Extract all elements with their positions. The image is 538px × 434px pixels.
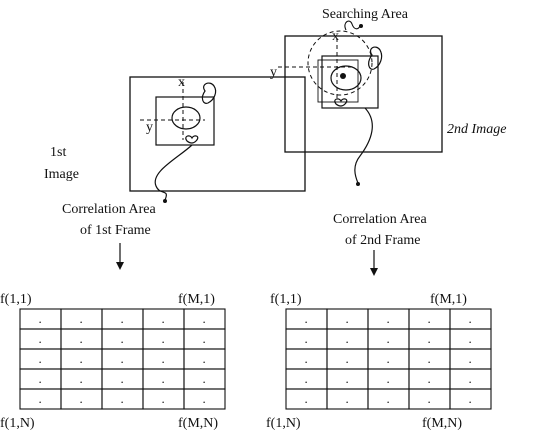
grid-cell-mark: . [345,371,348,386]
grid-cell-mark: . [79,331,82,346]
grid-cell-mark: . [202,351,205,366]
corr-first-label-line1: Correlation Area [62,202,156,217]
second-leader-curve [355,108,372,183]
corr-second-label-line2: of 2nd Frame [345,233,420,248]
grid-cell-mark: . [345,331,348,346]
first-correlation-window [156,97,214,145]
grid-cell-mark: . [38,371,41,386]
grid-cell-mark: . [386,331,389,346]
first-x-label: x [178,75,185,90]
grid-cell-mark: . [79,311,82,326]
grid-cell-mark: . [79,371,82,386]
grid-cell-mark: . [79,351,82,366]
second-center-dot [340,73,346,79]
first-leader-curve [155,145,192,200]
grid-cell-mark: . [202,371,205,386]
grid-cell-mark: . [304,351,307,366]
grid-cell-mark: . [161,371,164,386]
grid-cell-mark: . [79,391,82,406]
grid-cell-mark: . [386,311,389,326]
grid-cell-mark: . [202,331,205,346]
second-loop-shape [369,47,382,69]
grid2-f11: f(1,1) [270,292,302,307]
grid-cell-mark: . [345,311,348,326]
grid1-fMN: f(M,N) [178,416,218,431]
grid-cell-mark: . [202,391,205,406]
grid-cell-mark: . [304,371,307,386]
grid-cell-mark: . [38,391,41,406]
grid-cell-mark: . [38,311,41,326]
grid-cell-mark: . [304,391,307,406]
grid-cell-mark: . [120,371,123,386]
first-image-label-line2: Image [44,167,79,182]
grid2-f1N: f(1,N) [266,416,301,431]
grid-cell-mark: . [468,391,471,406]
second-image-label: 2nd Image [447,122,507,137]
grid-first-frame: ......................... [20,309,225,409]
second-window-shadow [318,60,358,102]
grid-cell-mark: . [38,331,41,346]
grid-cell-mark: . [345,351,348,366]
grid-cell-mark: . [161,331,164,346]
first-y-label: y [146,120,153,135]
grid-cell-mark: . [202,311,205,326]
second-ellipse-shape [331,66,361,90]
grid-cell-mark: . [386,371,389,386]
grid1-f11: f(1,1) [0,292,32,307]
first-ellipse-shape [172,107,200,129]
grid-cell-mark: . [468,331,471,346]
grid-cell-mark: . [427,331,430,346]
grid-cell-mark: . [427,311,430,326]
grid-cell-mark: . [427,371,430,386]
grid-cell-mark: . [386,351,389,366]
grid-cell-mark: . [468,371,471,386]
second-x-label: x [332,29,339,44]
second-image-frame [285,36,442,152]
first-heart-shape [186,136,198,143]
grid-cell-mark: . [345,391,348,406]
grid-cell-mark: . [161,311,164,326]
grid-cell-mark: . [120,351,123,366]
grid-second-frame: ......................... [286,309,491,409]
grid-cell-mark: . [120,331,123,346]
grid-cell-mark: . [468,351,471,366]
grid1-fM1: f(M,1) [178,292,215,307]
grid-cell-mark: . [427,391,430,406]
grid-cell-mark: . [38,351,41,366]
grid-cell-mark: . [120,391,123,406]
second-top-hook [345,21,360,30]
grid-cell-mark: . [161,351,164,366]
grid-cell-mark: . [304,331,307,346]
corr-second-label-line1: Correlation Area [333,212,427,227]
grid-cell-mark: . [161,391,164,406]
grid-cell-mark: . [427,351,430,366]
grid2-fM1: f(M,1) [430,292,467,307]
grid-cell-mark: . [386,391,389,406]
searching-area-label: Searching Area [322,7,409,22]
grid1-f1N: f(1,N) [0,416,35,431]
second-y-label: y [270,65,277,80]
grid-cell-mark: . [120,311,123,326]
grid-cell-mark: . [468,311,471,326]
first-image-label-line1: 1st [50,145,66,160]
grid2-fMN: f(M,N) [422,416,462,431]
second-correlation-window [322,56,378,108]
corr-first-label-line2: of 1st Frame [80,223,151,238]
grid-cell-mark: . [304,311,307,326]
